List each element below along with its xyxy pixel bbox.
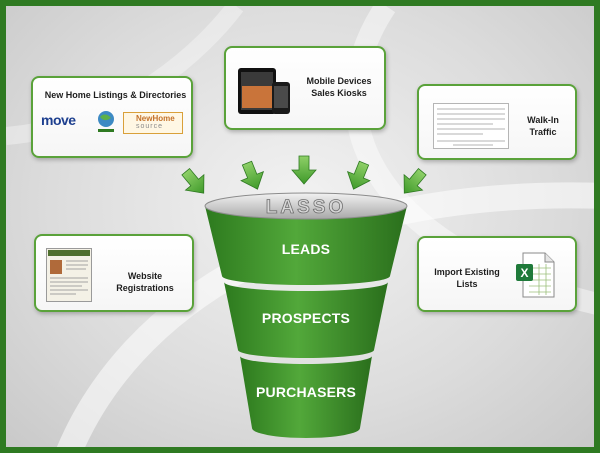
stage-label-leads: LEADS xyxy=(281,241,331,257)
funnel-stage-prospects xyxy=(224,282,388,358)
listings-title: New Home Listings & Directories xyxy=(44,90,187,100)
funnel-stage-purchasers xyxy=(240,356,372,438)
stage-label-purchasers: PURCHASERS xyxy=(255,384,356,400)
mobile-title: Mobile Devices Sales Kiosks xyxy=(306,76,372,98)
move-logo: move xyxy=(41,112,76,128)
lasso-funnel: LASSO xyxy=(204,192,408,438)
website-title: Website Registrations xyxy=(116,271,174,293)
source-card-walkin: Walk-In Traffic xyxy=(417,84,577,160)
excel-icon: X xyxy=(516,252,555,298)
newhome-source-logo: NewHome source xyxy=(123,112,183,134)
website-screenshot-icon xyxy=(46,248,92,302)
source-card-import: Import Existing Lists X xyxy=(417,236,577,312)
tablet-phone-icon xyxy=(238,68,290,114)
paper-form-icon xyxy=(433,103,509,149)
funnel-stage-leads xyxy=(205,206,407,285)
funnel-rim xyxy=(204,192,408,220)
walkin-title: Walk-In Traffic xyxy=(527,115,559,137)
newhome-globe-logo xyxy=(98,111,114,132)
import-title: Import Existing Lists xyxy=(434,267,500,289)
source-card-mobile: Mobile Devices Sales Kiosks xyxy=(224,46,386,130)
funnel-brand-text: LASSO xyxy=(266,197,346,218)
source-card-website: Website Registrations xyxy=(34,234,194,312)
svg-text:X: X xyxy=(520,266,528,280)
arrow-icon xyxy=(291,155,317,185)
stage-label-prospects: PROSPECTS xyxy=(261,310,351,326)
source-card-listings: New Home Listings & Directories move New… xyxy=(31,76,193,158)
